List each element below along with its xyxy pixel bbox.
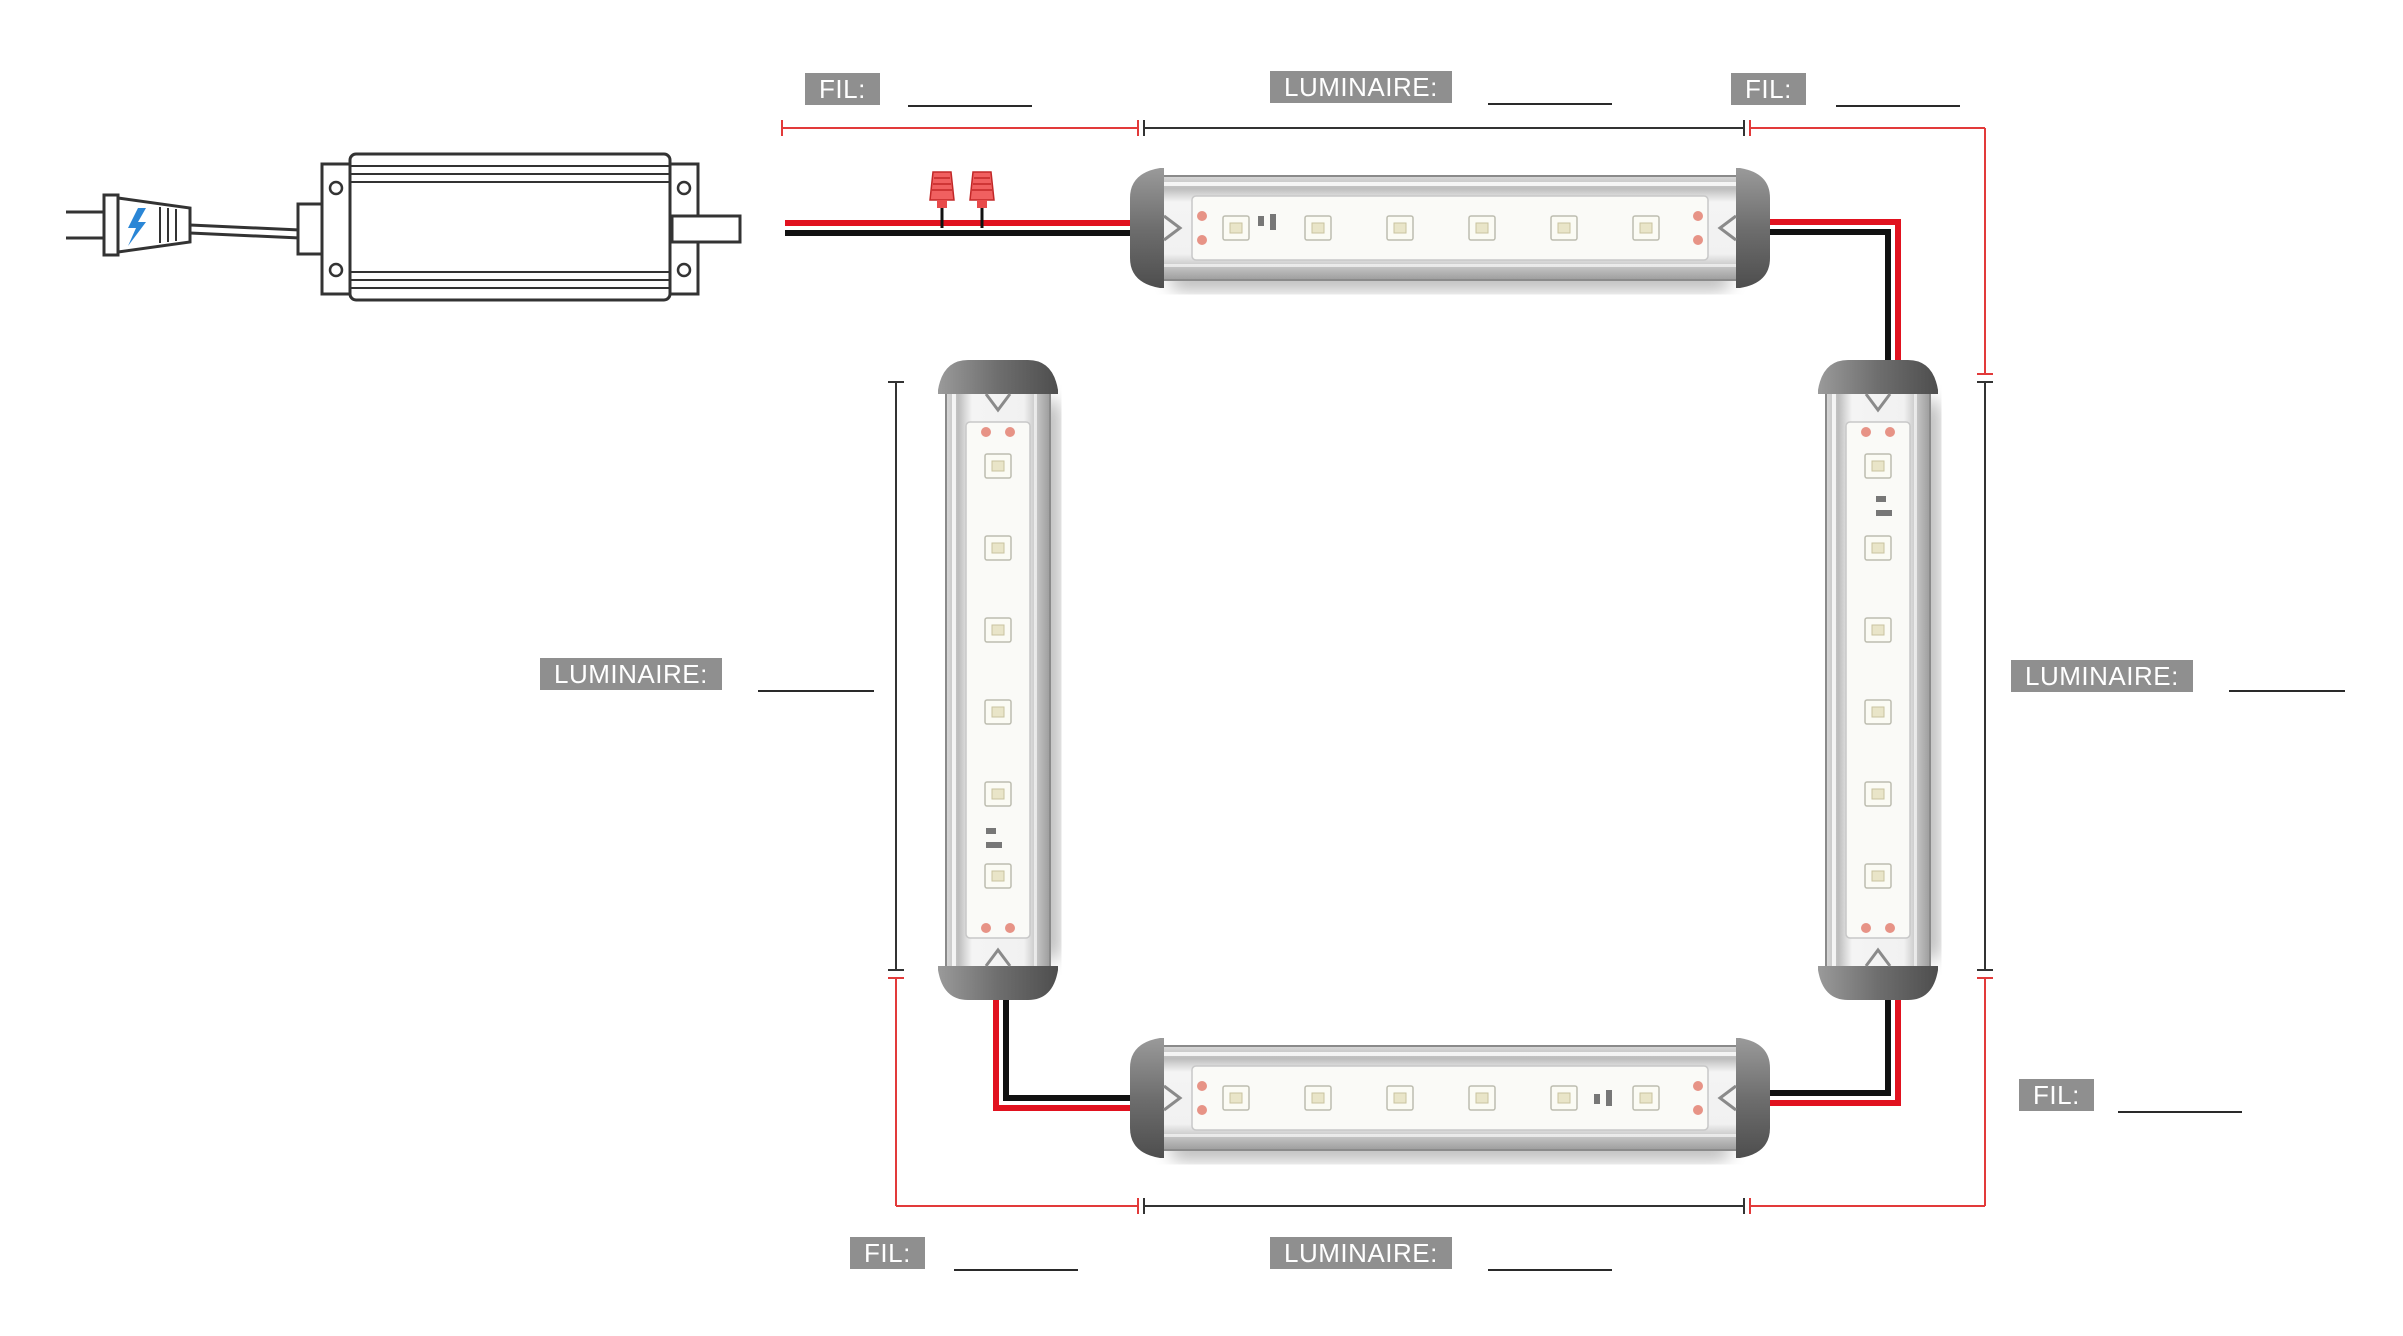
wire-label-top-right: FIL: [1731, 73, 1806, 105]
dimension-luminaire-right [1977, 381, 1993, 971]
dimension-wire-bottom-left [888, 977, 1139, 1214]
luminaire-label-bottom: LUMINAIRE: [1270, 1237, 1452, 1269]
led-light-bar-icon [938, 360, 1058, 1000]
wire-right-bottom-negative [1752, 990, 1891, 1096]
wire-label-bottom-left: FIL: [850, 1237, 925, 1269]
luminaire-value-blank-bottom[interactable] [1488, 1269, 1612, 1271]
luminaire-label-top: LUMINAIRE: [1270, 71, 1452, 103]
luminaire-value-blank-top[interactable] [1488, 103, 1612, 105]
wire-value-blank-bottom-right[interactable] [2118, 1111, 2242, 1113]
power-plug-icon [66, 193, 301, 257]
wire-connector-icon [929, 171, 995, 228]
wire-top-right-positive [1752, 219, 1901, 370]
dimension-luminaire-bottom [1143, 1198, 1745, 1214]
luminaire-label-right: LUMINAIRE: [2011, 660, 2193, 692]
dimension-luminaire-top [1143, 120, 1745, 136]
dimension-wire-top-right [1749, 120, 1993, 375]
wire-label-top-left: FIL: [805, 73, 880, 105]
led-light-bar-icon [1130, 168, 1770, 288]
power-supply-icon [296, 152, 742, 302]
wire-label-bottom-right: FIL: [2019, 1079, 2094, 1111]
wire-right-bottom-positive [1752, 990, 1901, 1106]
wire-left-bottom-positive [993, 990, 1138, 1111]
wire-top-right-negative [1752, 229, 1891, 370]
wire-left-bottom-negative [1003, 990, 1138, 1101]
dimension-luminaire-left [888, 381, 904, 971]
luminaire-value-blank-left[interactable] [758, 690, 874, 692]
led-light-bar-icon [1130, 1038, 1770, 1158]
dimension-wire-bottom-right [1749, 977, 1993, 1214]
wire-value-blank-top-left[interactable] [908, 105, 1032, 107]
dimension-wire-top-left [781, 120, 1139, 136]
led-light-bar-icon [1818, 360, 1938, 1000]
luminaire-value-blank-right[interactable] [2229, 690, 2345, 692]
wiring [785, 219, 1901, 1111]
luminaire-label-left: LUMINAIRE: [540, 658, 722, 690]
wire-value-blank-top-right[interactable] [1836, 105, 1960, 107]
wire-value-blank-bottom-left[interactable] [954, 1269, 1078, 1271]
